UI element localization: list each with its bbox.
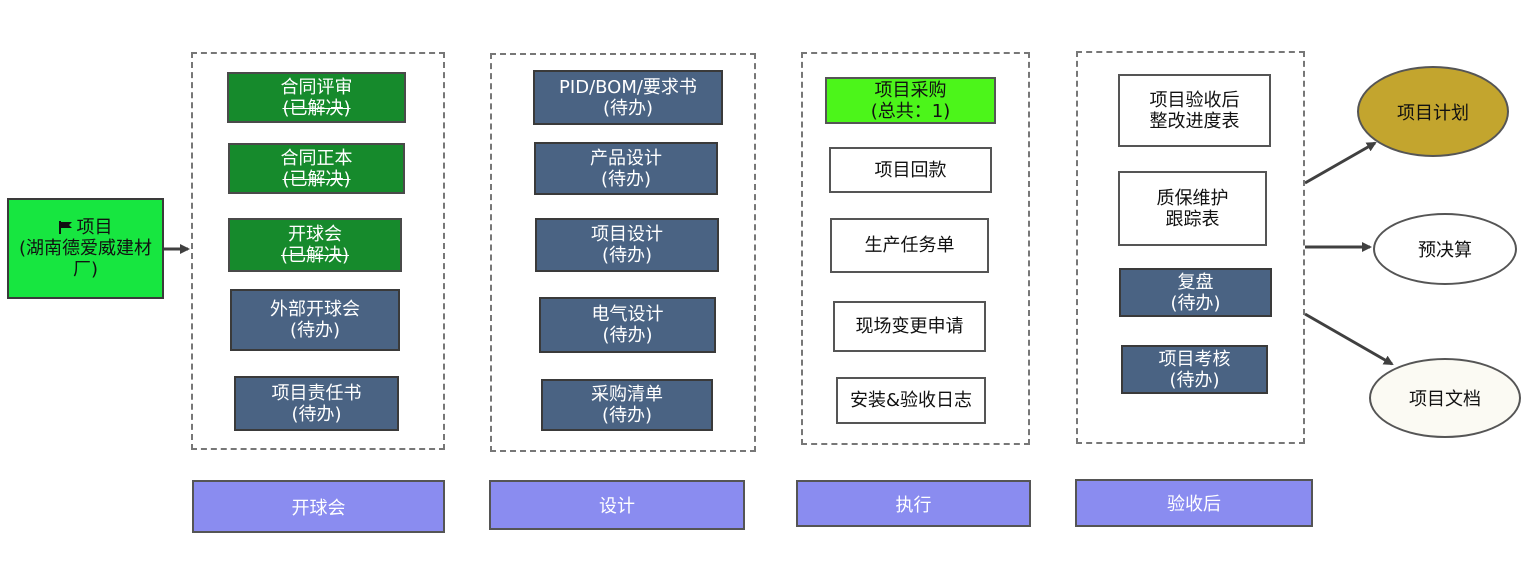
to-plan-arrow (1304, 141, 1377, 185)
site-change-request-node[interactable]: 现场变更申请 (833, 301, 986, 352)
acceptance-group (1076, 51, 1305, 444)
project-root-title: 项目 (58, 217, 113, 238)
node-title: 采购清单 (591, 384, 663, 405)
node-title: 合同正本 (280, 147, 353, 169)
node-status: (待办) (601, 245, 653, 266)
node-status: (待办) (601, 405, 653, 426)
node-status: (已解决) (282, 97, 351, 119)
review-node[interactable]: 复盘 (待办) (1119, 268, 1272, 317)
install-acceptance-log-node[interactable]: 安装&验收日志 (836, 377, 986, 424)
phase-design-button[interactable]: 设计 (489, 480, 745, 530)
contract-review-node[interactable]: 合同评审 (已解决) (227, 72, 406, 123)
phase-kickoff-button[interactable]: 开球会 (192, 480, 445, 533)
phase-execution-button[interactable]: 执行 (796, 480, 1031, 527)
node-status: (待办) (289, 320, 341, 341)
node-title: 电气设计 (591, 304, 664, 325)
project-root-name: (湖南德爱威建材厂) (18, 238, 153, 280)
project-assessment-node[interactable]: 项目考核 (待办) (1121, 345, 1268, 394)
warranty-tracking-node[interactable]: 质保维护 跟踪表 (1118, 171, 1267, 246)
node-status: (总共：1) (870, 100, 951, 122)
pid-bom-node[interactable]: PID/BOM/要求书 (待办) (533, 70, 723, 125)
node-status: (待办) (291, 403, 342, 425)
phase-acceptance-button[interactable]: 验收后 (1075, 479, 1313, 527)
node-title: 外部开球会 (270, 299, 360, 320)
node-title: 合同评审 (280, 76, 353, 98)
node-title: 安装&验收日志 (849, 390, 973, 411)
rectification-progress-node[interactable]: 项目验收后 整改进度表 (1118, 74, 1271, 147)
project-design-node[interactable]: 项目设计 (待办) (535, 218, 719, 272)
purchase-list-node[interactable]: 采购清单 (待办) (541, 379, 713, 431)
node-title: 项目验收后 (1149, 89, 1240, 111)
node-title: 开球会 (288, 224, 342, 245)
electrical-design-node[interactable]: 电气设计 (待办) (539, 297, 716, 353)
node-status: (已解决) (282, 168, 351, 190)
node-status: (待办) (1170, 292, 1221, 314)
node-status: (待办) (602, 325, 653, 346)
project-root-node[interactable]: 项目 (湖南德爱威建材厂) (7, 198, 164, 299)
node-title: 产品设计 (590, 147, 662, 169)
node-status: (待办) (602, 97, 654, 119)
external-kickoff-node[interactable]: 外部开球会 (待办) (230, 289, 400, 351)
node-title: 质保维护 (1156, 187, 1229, 209)
responsibility-letter-node[interactable]: 项目责任书 (待办) (234, 376, 399, 431)
project-plan-node[interactable]: 项目计划 (1357, 66, 1509, 157)
kickoff-meeting-node[interactable]: 开球会 (已解决) (228, 218, 402, 272)
node-status: (待办) (600, 168, 652, 190)
kickoff-group (191, 52, 445, 450)
execution-group (801, 52, 1030, 445)
flag-icon (58, 221, 72, 234)
project-documents-node[interactable]: 项目文档 (1369, 358, 1521, 438)
node-title: 项目责任书 (271, 382, 362, 404)
budget-settlement-node[interactable]: 预决算 (1373, 213, 1517, 285)
project-payment-node[interactable]: 项目回款 (829, 147, 992, 193)
node-status: (已解决) (280, 245, 350, 266)
node-title: 项目回款 (874, 159, 947, 181)
node-title: 项目设计 (591, 224, 663, 245)
design-group (490, 53, 756, 452)
node-status: (待办) (1169, 369, 1220, 391)
node-title: 项目考核 (1158, 348, 1231, 370)
production-order-node[interactable]: 生产任务单 (830, 218, 989, 273)
project-procurement-node[interactable]: 项目采购 (总共：1) (825, 77, 996, 124)
node-title: 复盘 (1177, 271, 1214, 293)
product-design-node[interactable]: 产品设计 (待办) (534, 142, 718, 195)
contract-original-node[interactable]: 合同正本 (已解决) (228, 143, 405, 194)
node-title-line2: 跟踪表 (1165, 208, 1220, 230)
to-docs-arrow (1304, 312, 1394, 366)
node-title: 生产任务单 (864, 235, 955, 256)
node-title: 项目采购 (874, 79, 947, 101)
node-title: 现场变更申请 (855, 316, 964, 337)
node-title: PID/BOM/要求书 (559, 76, 697, 98)
node-title-line2: 整改进度表 (1149, 110, 1240, 132)
